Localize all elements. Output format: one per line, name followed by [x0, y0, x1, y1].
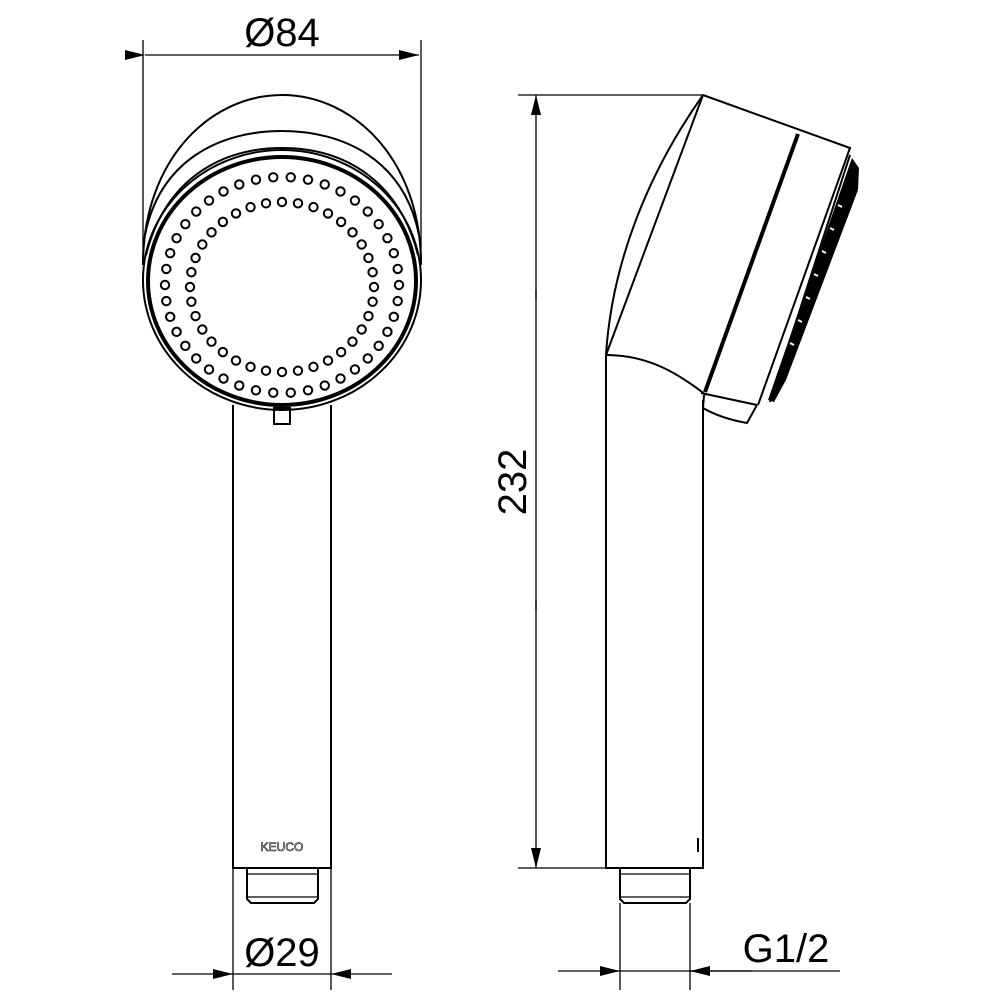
nozzle-hole [319, 380, 330, 391]
nozzle-hole [260, 365, 272, 376]
nozzle-hole [180, 340, 191, 352]
nozzle-hole [186, 267, 197, 278]
nozzle-hole [184, 281, 196, 293]
head-diameter-dimension: Ø84 [125, 11, 422, 265]
nozzle-hole [382, 232, 393, 244]
nozzle-hole [206, 336, 217, 347]
nozzle-hole [250, 174, 262, 185]
front-view: Ø84 KEUCO Ø29 [125, 11, 422, 990]
nozzle-hole [268, 387, 279, 398]
nozzle-hole [292, 198, 304, 209]
nozzle-hole [171, 326, 182, 338]
length-dimension: 232 [491, 94, 703, 869]
nozzle-hole [335, 373, 346, 384]
nozzle-hole [161, 295, 172, 307]
nozzle-hole [276, 366, 288, 378]
nozzle-hole [203, 195, 215, 206]
nozzle-hole [356, 324, 367, 335]
nozzle-hole [190, 310, 201, 322]
nozzle-hole [308, 361, 319, 373]
nozzle-hole [388, 311, 400, 323]
nozzle-hole [347, 336, 358, 347]
shower-head-side [605, 94, 859, 425]
nozzle-hole [363, 310, 374, 322]
nozzle-hole [367, 267, 378, 278]
spray-face-profile [768, 158, 859, 402]
nozzle-hole [349, 195, 361, 206]
nozzle-hole [245, 361, 256, 373]
nozzle-hole [285, 387, 296, 398]
nozzle-hole [186, 296, 197, 307]
nozzle-hole [292, 365, 304, 376]
nozzle-hole [285, 172, 296, 183]
nozzle-hole [164, 311, 176, 323]
nozzle-hole [230, 355, 242, 366]
side-view: 232 [491, 94, 859, 990]
nozzle-hole [245, 201, 256, 213]
spray-nozzles [159, 172, 405, 398]
nozzle-hole [392, 263, 403, 275]
nozzle-hole [302, 174, 314, 185]
nozzle-hole [319, 179, 330, 190]
nozzle-hole [171, 232, 182, 244]
nozzle-hole [308, 201, 319, 213]
thread-dimension: G1/2 [558, 903, 840, 990]
nozzle-hole [347, 227, 358, 238]
nozzle-hole [349, 364, 361, 375]
nozzle-hole [388, 247, 400, 259]
nozzle-hole [322, 208, 334, 219]
nozzle-hole [161, 263, 172, 275]
nozzle-hole [191, 353, 202, 364]
length-label: 232 [491, 449, 535, 516]
nozzle-hole [218, 186, 229, 197]
nozzle-hole [260, 198, 272, 209]
nozzle-hole [197, 324, 208, 335]
handle-diameter-label: Ø29 [244, 931, 320, 975]
handle-diameter-dimension: Ø29 [172, 868, 392, 990]
nozzle-hole [373, 340, 384, 352]
nozzle-hole [367, 296, 378, 307]
head-diameter-label: Ø84 [244, 11, 320, 55]
nozzle-hole [368, 281, 380, 293]
nozzle-hole [234, 380, 245, 391]
nozzle-hole [335, 186, 346, 197]
nozzle-hole [197, 239, 208, 250]
nozzle-hole [382, 326, 393, 338]
nozzle-hole [164, 247, 176, 259]
nozzle-hole [218, 373, 229, 384]
nozzle-hole [206, 227, 217, 238]
nozzle-hole [373, 218, 384, 230]
nozzle-hole [335, 216, 347, 228]
nozzle-hole [190, 252, 201, 264]
nozzle-hole [362, 206, 373, 217]
nozzle-hole [335, 346, 347, 358]
nozzle-hole [302, 385, 314, 396]
nozzle-hole [322, 355, 334, 366]
nozzle-hole [230, 208, 242, 219]
nozzle-hole [363, 252, 374, 264]
handle-side [605, 355, 704, 904]
nozzle-hole [203, 364, 215, 375]
nozzle-hole [217, 216, 229, 228]
nozzle-hole [356, 239, 367, 250]
thread-label: G1/2 [743, 927, 830, 971]
nozzle-hole [180, 218, 191, 230]
nozzle-hole [276, 196, 288, 208]
nozzle-hole [217, 346, 229, 358]
nozzle-hole [362, 353, 373, 364]
nozzle-hole [250, 385, 262, 396]
nozzle-hole [159, 279, 171, 291]
nozzle-hole [191, 206, 202, 217]
shower-head-front [142, 93, 422, 411]
nozzle-hole [234, 179, 245, 190]
brand-logo: KEUCO [261, 840, 304, 854]
nozzle-hole [268, 172, 279, 183]
nozzle-hole [393, 279, 405, 291]
nozzle-hole [392, 295, 403, 307]
handle-front: KEUCO [232, 405, 332, 904]
